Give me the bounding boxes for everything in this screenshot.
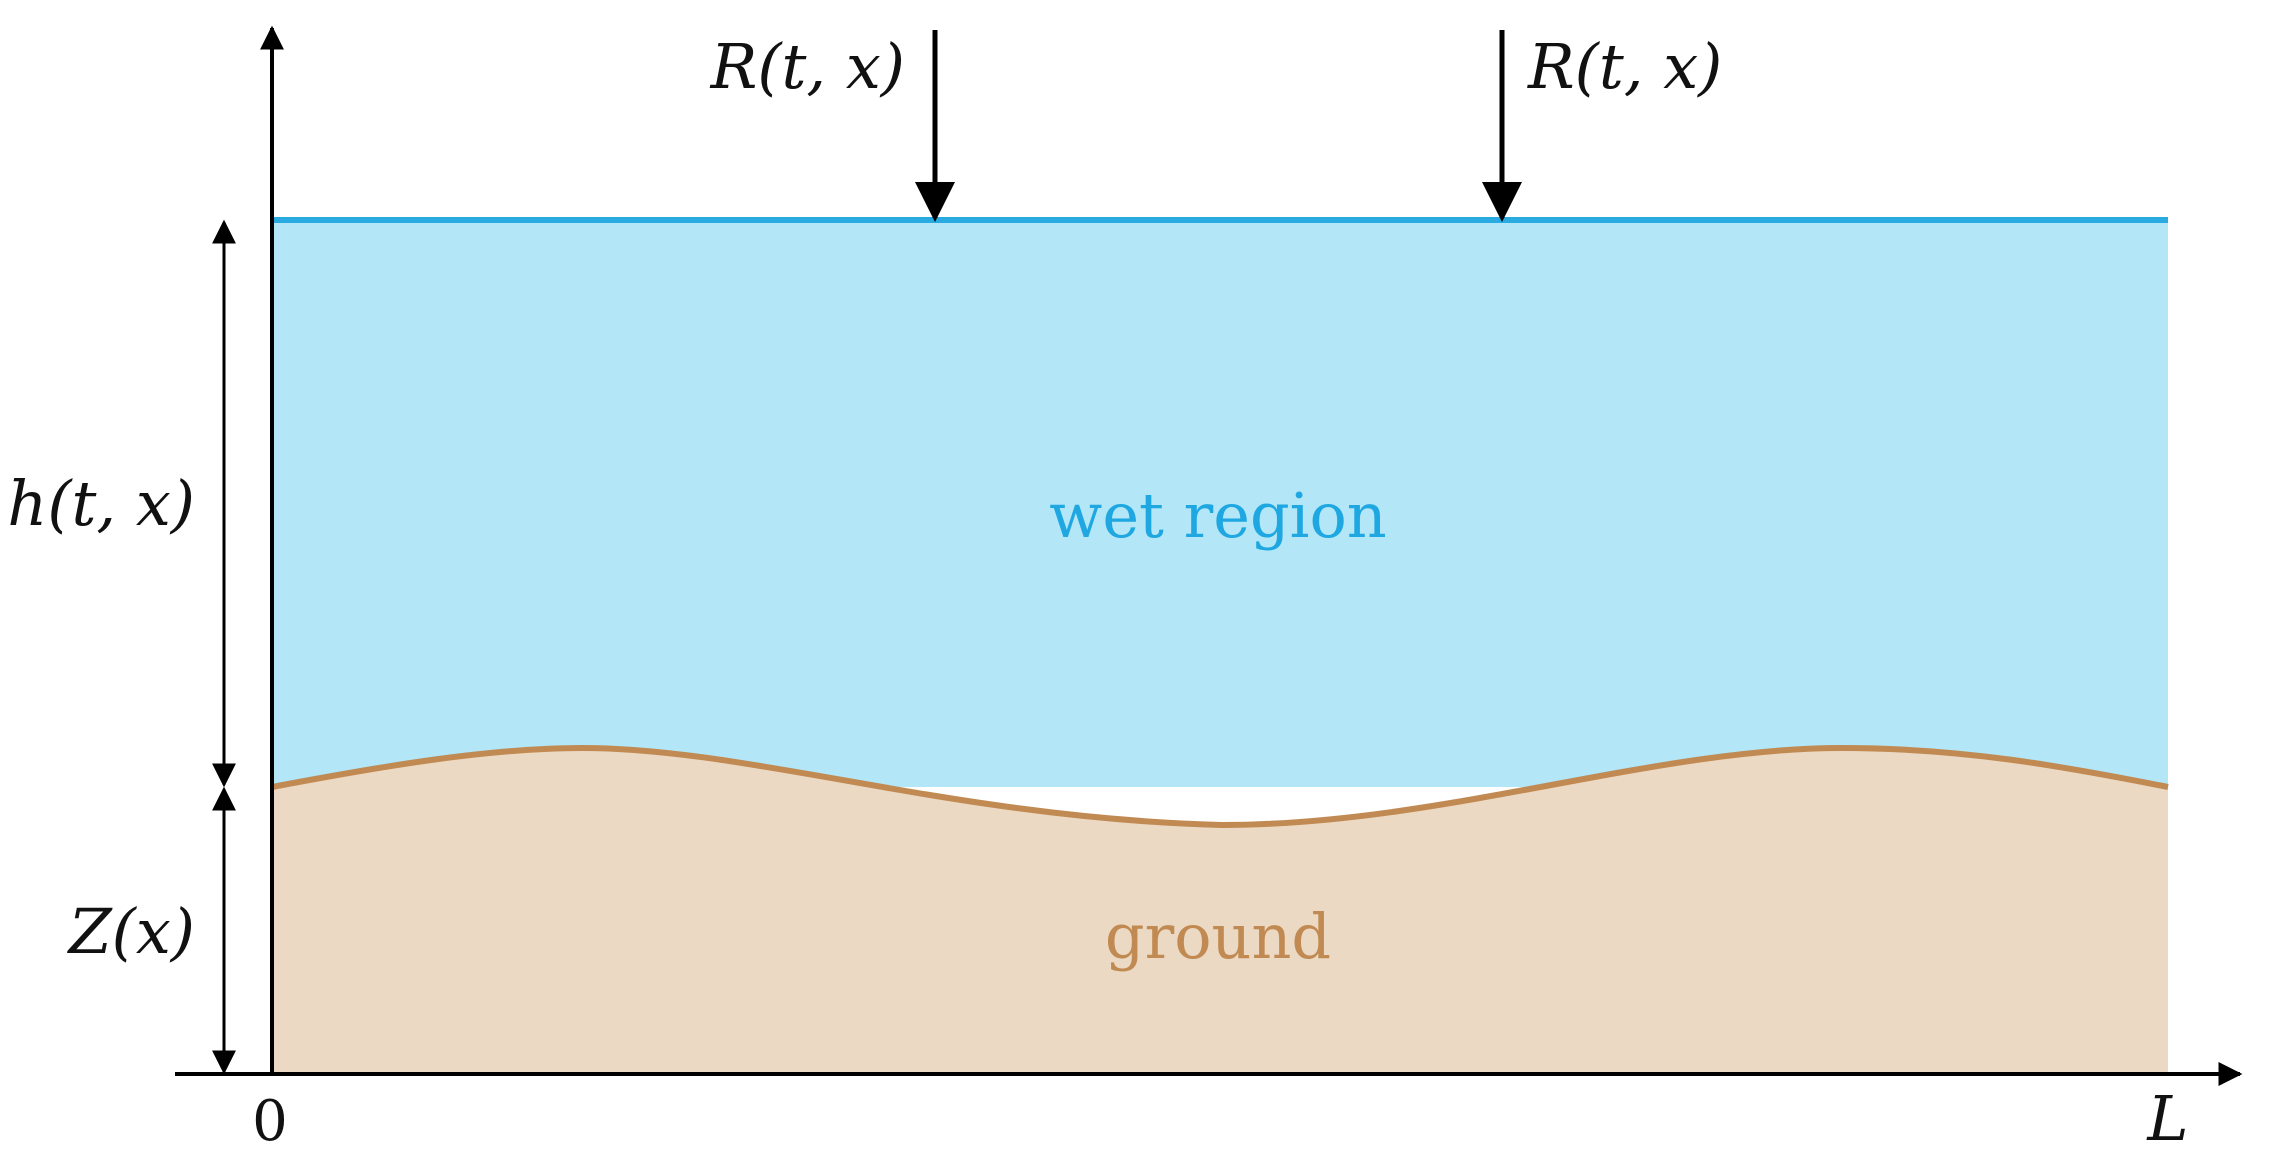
x-end-label: L bbox=[2146, 1082, 2188, 1155]
ground-surface-line bbox=[271, 744, 2169, 829]
wet-region-label: wet region bbox=[1049, 479, 1387, 552]
wet-region-area bbox=[272, 220, 2168, 787]
x-origin-label: 0 bbox=[252, 1089, 288, 1154]
ground-label: ground bbox=[1105, 900, 1331, 973]
ground-area bbox=[272, 748, 2168, 1074]
water-depth-label: h(t, x) bbox=[7, 467, 195, 540]
bed-elevation-label: Z(x) bbox=[67, 895, 195, 968]
rain-label-left: R(t, x) bbox=[710, 30, 905, 103]
rain-label-right: R(t, x) bbox=[1527, 30, 1722, 103]
